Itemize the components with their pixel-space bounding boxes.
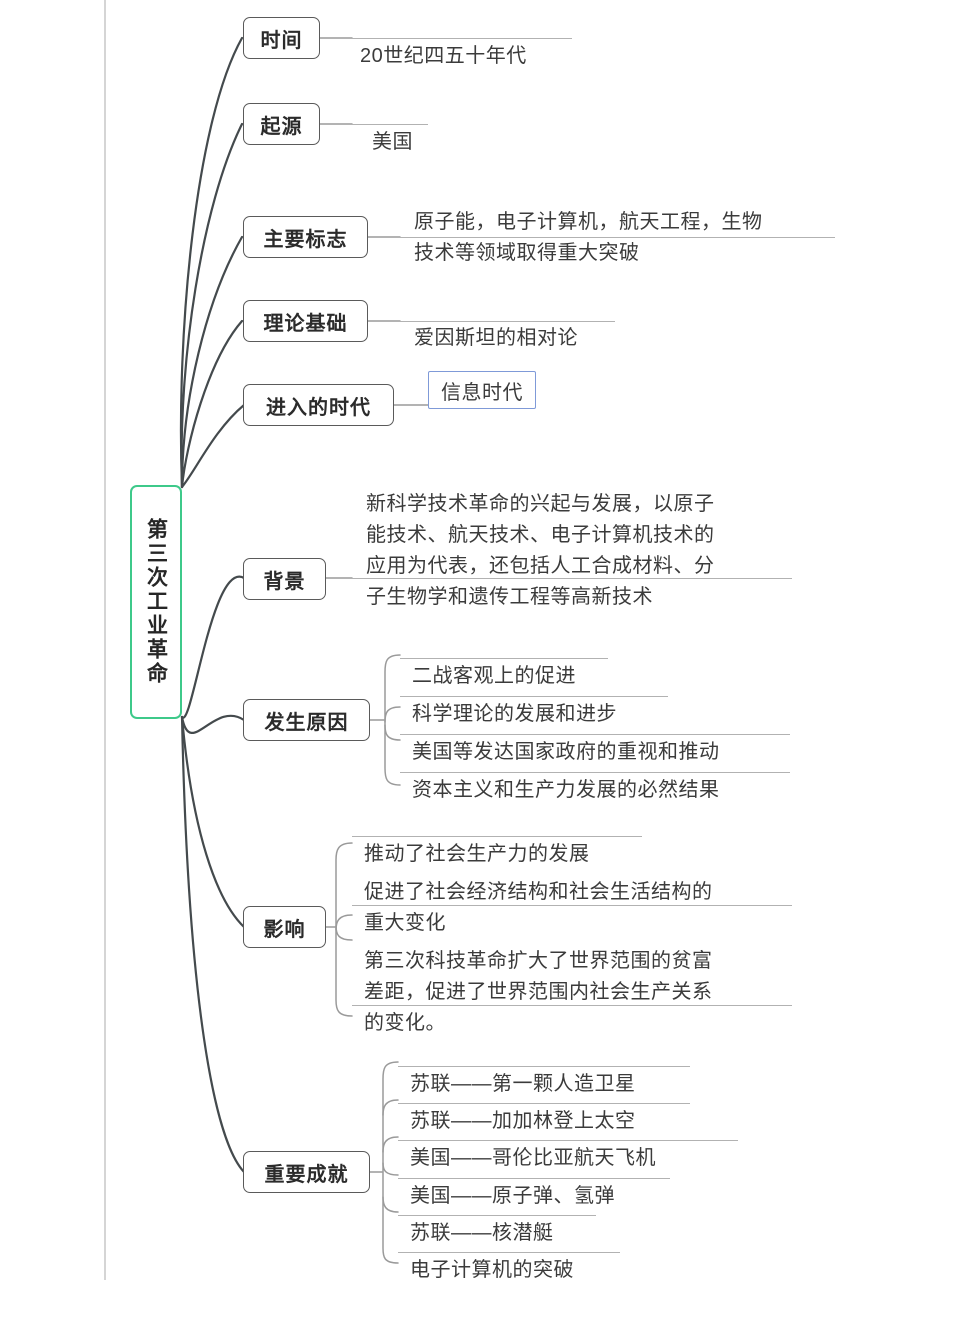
leaf-underline xyxy=(352,905,792,907)
leaf-text: 20世纪四五十年代 xyxy=(360,45,527,67)
leaf-impact-1[interactable]: 推动了社会生产力的发展 xyxy=(364,808,804,901)
leaf-text: 美国等发达国家政府的重视和推动 xyxy=(412,741,720,763)
leaf-impact-2[interactable]: 促进了社会经济结构和社会生活结构的 重大变化 xyxy=(364,846,814,970)
branch-impact[interactable]: 影响 xyxy=(243,906,326,948)
leaf-achievements-1[interactable]: 苏联——第一颗人造卫星 xyxy=(410,1038,830,1131)
leaf-text: 科学理论的发展和进步 xyxy=(412,703,617,725)
leaf-achievements-6[interactable]: 电子计算机的突破 xyxy=(410,1224,830,1317)
leaf-underline xyxy=(400,321,615,323)
root-node[interactable]: 第三次工业革命 xyxy=(130,485,182,719)
leaf-underline xyxy=(352,38,572,40)
branch-label: 起源 xyxy=(260,115,303,138)
leaf-underline xyxy=(352,836,642,838)
leaf-main-signs-1[interactable]: 原子能，电子计算机，航天工程，生物 技术等领域取得重大突破 xyxy=(414,176,864,300)
branch-label: 时间 xyxy=(260,29,303,52)
branch-theory-base[interactable]: 理论基础 xyxy=(243,300,368,342)
leaf-underline xyxy=(400,237,835,239)
branch-background[interactable]: 背景 xyxy=(243,558,326,600)
leaf-text: 原子能，电子计算机，航天工程，生物 技术等领域取得重大突破 xyxy=(414,211,763,264)
leaf-underline xyxy=(400,772,790,774)
leaf-text: 美国——原子弹、氢弹 xyxy=(410,1185,615,1207)
leaf-causes-2[interactable]: 科学理论的发展和进步 xyxy=(412,668,832,761)
branch-label: 重要成就 xyxy=(264,1163,349,1186)
leaf-underline xyxy=(400,696,668,698)
branch-era-entered[interactable]: 进入的时代 xyxy=(243,384,394,426)
branch-label: 影响 xyxy=(263,918,306,941)
leaf-text: 美国 xyxy=(372,131,413,153)
leaf-text: 电子计算机的突破 xyxy=(410,1259,574,1281)
leaf-text: 资本主义和生产力发展的必然结果 xyxy=(412,779,720,801)
leaf-time-1[interactable]: 20世纪四五十年代 xyxy=(360,10,620,103)
branch-main-signs[interactable]: 主要标志 xyxy=(243,216,368,258)
branch-label: 进入的时代 xyxy=(266,396,371,419)
leaf-underline xyxy=(398,1252,620,1254)
leaf-underline xyxy=(398,1215,596,1217)
leaf-text: 苏联——加加林登上太空 xyxy=(410,1110,636,1132)
branch-label: 理论基础 xyxy=(263,312,348,335)
leaf-origin-1[interactable]: 美国 xyxy=(372,96,572,189)
branch-label: 发生原因 xyxy=(264,711,349,734)
leaf-text: 苏联——核潜艇 xyxy=(410,1222,554,1244)
leaf-underline xyxy=(398,1140,738,1142)
branch-achievements[interactable]: 重要成就 xyxy=(243,1151,370,1193)
leaf-text: 苏联——第一颗人造卫星 xyxy=(410,1073,636,1095)
leaf-underline xyxy=(398,1066,690,1068)
leaf-background-1[interactable]: 新科学技术革命的兴起与发展，以原子 能技术、航天技术、电子计算机技术的 应用为代… xyxy=(366,458,816,644)
leaf-achievements-3[interactable]: 美国——哥伦比亚航天飞机 xyxy=(410,1112,840,1205)
leaf-text: 美国——哥伦比亚航天飞机 xyxy=(410,1147,656,1169)
leaf-text: 信息时代 xyxy=(441,381,523,404)
leaf-underline xyxy=(398,1103,690,1105)
branch-label: 背景 xyxy=(263,570,306,593)
leaf-achievements-2[interactable]: 苏联——加加林登上太空 xyxy=(410,1075,830,1168)
leaf-underline xyxy=(352,1005,792,1007)
leaf-underline xyxy=(400,658,608,660)
mindmap-canvas: 第三次工业革命 时间 20世纪四五十年代 起源 美国 主要标志 原子能，电子计算… xyxy=(104,0,864,1281)
branch-label: 主要标志 xyxy=(263,228,348,251)
leaf-text: 新科学技术革命的兴起与发展，以原子 能技术、航天技术、电子计算机技术的 应用为代… xyxy=(366,493,715,608)
leaf-achievements-4[interactable]: 美国——原子弹、氢弹 xyxy=(410,1150,830,1243)
leaf-theory-base-1[interactable]: 爱因斯坦的相对论 xyxy=(414,292,714,385)
leaf-causes-1[interactable]: 二战客观上的促进 xyxy=(412,630,832,723)
leaf-underline xyxy=(400,734,790,736)
leaf-text: 第三次科技革命扩大了世界范围的贫富 差距，促进了世界范围内社会生产关系 的变化。 xyxy=(364,950,713,1034)
leaf-text: 二战客观上的促进 xyxy=(412,665,576,687)
leaf-text: 推动了社会生产力的发展 xyxy=(364,843,590,865)
leaf-text: 爱因斯坦的相对论 xyxy=(414,327,578,349)
page-margin-rule xyxy=(104,0,106,1280)
leaf-causes-3[interactable]: 美国等发达国家政府的重视和推动 xyxy=(412,706,842,799)
branch-origin[interactable]: 起源 xyxy=(243,103,320,145)
leaf-underline xyxy=(398,1178,670,1180)
leaf-text: 促进了社会经济结构和社会生活结构的 重大变化 xyxy=(364,881,713,934)
branch-time[interactable]: 时间 xyxy=(243,17,320,59)
leaf-era-entered-1-highlighted[interactable]: 信息时代 xyxy=(428,371,536,409)
root-node-label: 第三次工业革命 xyxy=(144,518,168,686)
leaf-achievements-5[interactable]: 苏联——核潜艇 xyxy=(410,1187,830,1280)
leaf-underline xyxy=(352,578,792,580)
branch-causes[interactable]: 发生原因 xyxy=(243,699,370,741)
leaf-impact-3[interactable]: 第三次科技革命扩大了世界范围的贫富 差距，促进了世界范围内社会生产关系 的变化。 xyxy=(364,915,814,1070)
leaf-causes-4[interactable]: 资本主义和生产力发展的必然结果 xyxy=(412,744,842,837)
leaf-underline xyxy=(352,124,428,126)
